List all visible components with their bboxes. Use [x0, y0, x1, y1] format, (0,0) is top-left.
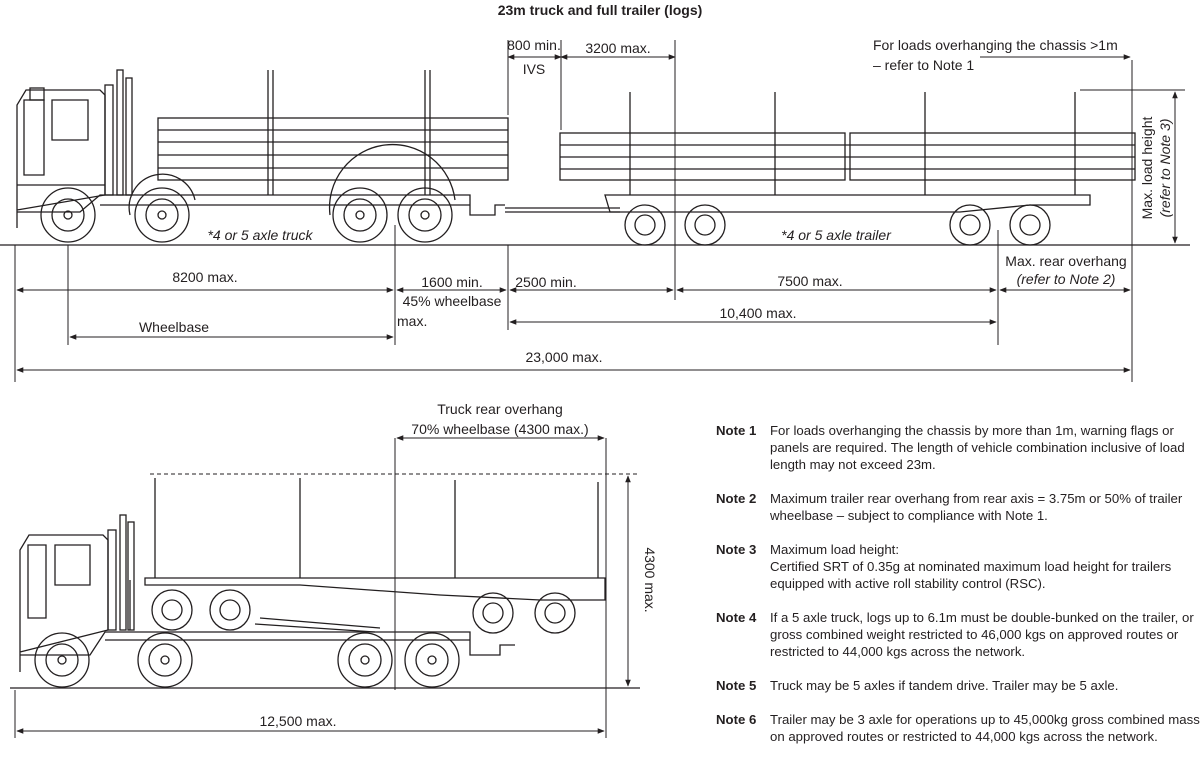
truck-stanchions — [267, 70, 431, 195]
bottom-truck-wheels — [34, 632, 460, 688]
top-reference-lines — [14, 40, 1185, 382]
note-line: panels are required. The length of vehic… — [770, 440, 1185, 455]
note-label: Note 1 — [716, 423, 757, 438]
truck-wheels — [40, 143, 456, 243]
truck-rear-overhang-label: Truck rear overhang — [437, 401, 563, 417]
trailer-rear-overhang-ref-label: (refer to Note 2) — [1017, 271, 1116, 287]
note-line: Truck may be 5 axles if tandem drive. Tr… — [770, 678, 1119, 693]
height-label: 4300 max. — [642, 547, 658, 612]
note-line: Certified SRT of 0.35g at nominated maxi… — [770, 559, 1172, 574]
note-line: If a 5 axle truck, logs up to 6.1m must … — [770, 610, 1194, 625]
max-load-height-label: Max. load height — [1139, 117, 1155, 220]
bottom-overall-length-label: 12,500 max. — [259, 713, 336, 729]
trailer-rear-overhang-label: Max. rear overhang — [1005, 253, 1126, 269]
bottom-truck-cab — [19, 514, 135, 672]
note-3: Note 3 Maximum load height: Certified SR… — [716, 541, 1196, 592]
note-line: on approved routes or restricted to 44,0… — [770, 729, 1158, 744]
top-vehicle-drawing — [0, 40, 1190, 382]
note-line: gross combined weight restricted to 46,0… — [770, 627, 1179, 642]
diagram-title: 23m truck and full trailer (logs) — [498, 2, 703, 18]
note-line: length may not exceed 23m. — [770, 457, 936, 472]
note-line: For loads overhanging the chassis by mor… — [770, 423, 1174, 438]
note-line: Trailer may be 3 axle for operations up … — [770, 712, 1200, 727]
note-text: Trailer may be 3 axle for operations up … — [770, 711, 1200, 745]
notes-panel: Note 1 For loads overhanging the chassis… — [716, 422, 1200, 762]
note-label: Note 4 — [716, 610, 757, 625]
ivs-min-label: 800 min. — [507, 37, 561, 53]
note-2: Note 2 Maximum trailer rear overhang fro… — [716, 490, 1196, 524]
trailer-wheelbase-label: 10,400 max. — [719, 305, 796, 321]
rear-overhang-pct-label: 45% wheelbase — [403, 293, 502, 309]
note-label: Note 2 — [716, 491, 757, 506]
note-1: Note 1 For loads overhanging the chassis… — [716, 422, 1196, 473]
coupling-distance-label: 2500 min. — [515, 274, 576, 290]
note-text: If a 5 axle truck, logs up to 6.1m must … — [770, 609, 1196, 660]
note-line: Maximum load height: — [770, 542, 900, 557]
rear-overhang-max-label: max. — [397, 313, 427, 329]
note-label: Note 6 — [716, 712, 757, 727]
overhang-note-line-2: – refer to Note 1 — [873, 57, 974, 73]
truck-log-bundle — [157, 117, 509, 181]
note-6: Note 6 Trailer may be 3 axle for operati… — [716, 711, 1200, 745]
note-label: Note 5 — [716, 678, 757, 693]
note-5: Note 5 Truck may be 5 axles if tandem dr… — [716, 677, 1196, 694]
piggyback-trailer — [129, 478, 606, 634]
note-label: Note 3 — [716, 542, 757, 557]
note-4: Note 4 If a 5 axle truck, logs up to 6.1… — [716, 609, 1196, 660]
top-dimension-lines — [16, 54, 1178, 373]
truck-length-label: 8200 max. — [172, 269, 237, 285]
note-line: restricted to 44,000 kgs across the netw… — [770, 644, 1026, 659]
trailer-log-bundle — [559, 132, 1136, 181]
note-text: Maximum trailer rear overhang from rear … — [770, 490, 1196, 524]
note-text: Truck may be 5 axles if tandem drive. Tr… — [770, 677, 1196, 694]
note-text: For loads overhanging the chassis by mor… — [770, 422, 1196, 473]
bottom-dimension-lines — [16, 435, 631, 734]
wheelbase-label: Wheelbase — [139, 319, 209, 335]
bottom-vehicle-drawing — [10, 438, 640, 738]
trailer-axles-label: *4 or 5 axle trailer — [781, 227, 892, 243]
trailer-stanchions — [629, 92, 1076, 195]
truck-cab — [16, 69, 133, 228]
truck-rear-overhang-pct-label: 70% wheelbase (4300 max.) — [411, 421, 588, 437]
drawbar-max-label: 3200 max. — [585, 40, 650, 56]
truck-axles-label: *4 or 5 axle truck — [207, 227, 313, 243]
trailer-length-label: 7500 max. — [777, 273, 842, 289]
bottom-reference-lines — [14, 438, 607, 738]
note-line: equipped with active roll stability cont… — [770, 576, 1046, 591]
max-load-height-ref-label: (refer to Note 3) — [1157, 119, 1173, 218]
trailer-wheels — [624, 204, 1051, 246]
note-line: wheelbase – subject to compliance with N… — [770, 508, 1048, 523]
bottom-truck-chassis — [20, 631, 515, 656]
note-line: Maximum trailer rear overhang from rear … — [770, 491, 1183, 506]
overall-length-label: 23,000 max. — [525, 349, 602, 365]
note-text: Maximum load height: Certified SRT of 0.… — [770, 541, 1196, 592]
ivs-label: IVS — [523, 61, 546, 77]
overhang-note-line-1: For loads overhanging the chassis >1m — [873, 37, 1118, 53]
rear-overhang-min-label: 1600 min. — [421, 274, 482, 290]
